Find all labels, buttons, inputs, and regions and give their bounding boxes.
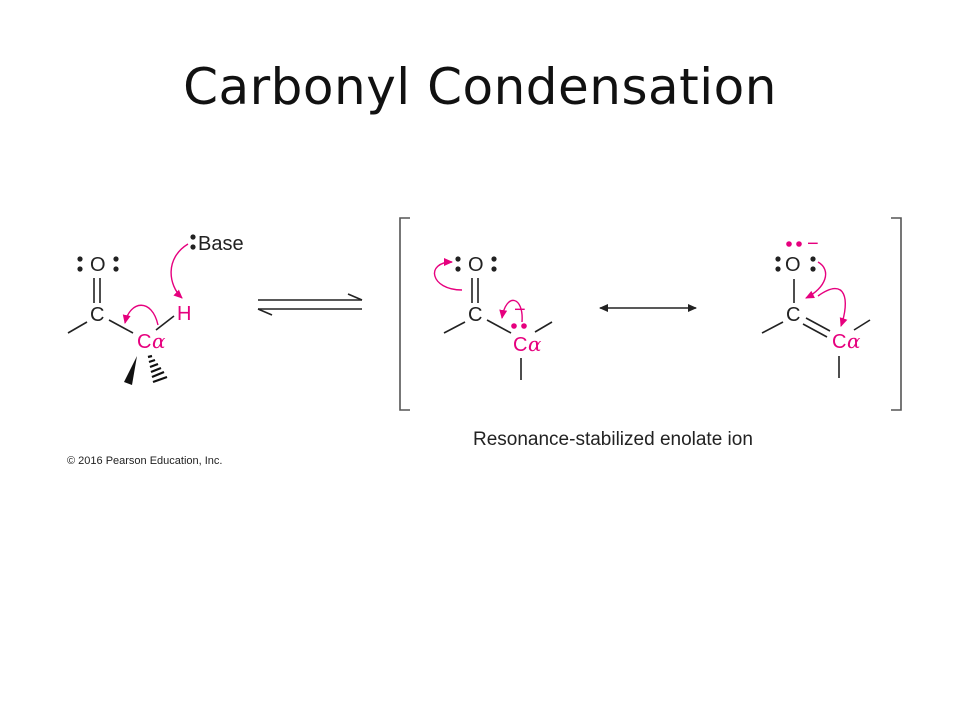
oxygen-lone-pairs: [775, 256, 816, 272]
carbanion-lone-pair: [511, 323, 527, 329]
left-bracket: [399, 217, 410, 411]
enolate-caption: Resonance-stabilized enolate ion: [473, 429, 753, 450]
base-lone-pair: [190, 234, 196, 250]
enolate-left-form: O C C α −: [433, 254, 553, 380]
oxygen-lone-pairs: [77, 256, 119, 272]
enolate-left-oxygen: O: [468, 254, 484, 276]
hashed-bond: [147, 354, 168, 384]
oxygen-lone-pairs: [455, 256, 497, 272]
methyl-bond: [761, 321, 784, 334]
alpha-bond: [486, 319, 512, 334]
alpha-h-bond: [155, 315, 175, 331]
enolate-right-form: − O C C α: [761, 233, 871, 378]
methyl-bond: [67, 321, 88, 334]
right-bracket: [891, 217, 902, 411]
enolate-right-carbonyl-carbon: C: [786, 304, 800, 326]
oxygen-arrow: [433, 258, 463, 291]
carbanion-arrow: [499, 299, 523, 323]
oxygen-to-carbon-arrow: [805, 261, 827, 299]
slide-title: Carbonyl Condensation: [183, 58, 777, 116]
alpha-side-bond: [534, 321, 553, 333]
enolate-right-charge: −: [807, 233, 819, 255]
reactant-carbonyl-carbon: C: [90, 304, 104, 326]
wedge-bond: [124, 356, 137, 385]
bond-to-alpha-arrow: [817, 288, 848, 327]
alkene-double-bond: [805, 317, 831, 332]
alpha-side-bond: [853, 319, 871, 331]
methyl-bond: [443, 321, 466, 334]
reactant-oxygen: O: [90, 254, 106, 276]
copyright-notice: © 2016 Pearson Education, Inc.: [67, 455, 222, 467]
enolate-left-charge: −: [514, 299, 526, 321]
enolate-left-carbonyl-carbon: C: [468, 304, 482, 326]
equilibrium-arrows: [257, 293, 363, 316]
alpha-bond: [108, 319, 134, 334]
enolate-right-alpha-symbol: α: [847, 329, 861, 353]
base-label: Base: [198, 233, 244, 255]
enolate-right-alpha-carbon: C: [832, 331, 846, 353]
enolate-left-alpha-carbon: C: [513, 334, 527, 356]
reactant-alpha-symbol: α: [152, 329, 166, 353]
enolate-right-oxygen: O: [785, 254, 801, 276]
base-to-h-arrow: [170, 243, 189, 299]
enolate-left-alpha-symbol: α: [528, 332, 542, 356]
reactant-alpha-carbon: C: [137, 331, 151, 353]
reactant-hydrogen: H: [177, 303, 191, 325]
oxygen-negative-lone-pair: [786, 241, 802, 247]
ch-bond-arrow: [122, 304, 159, 326]
reactant-molecule: O C C α H Base: [67, 233, 244, 385]
